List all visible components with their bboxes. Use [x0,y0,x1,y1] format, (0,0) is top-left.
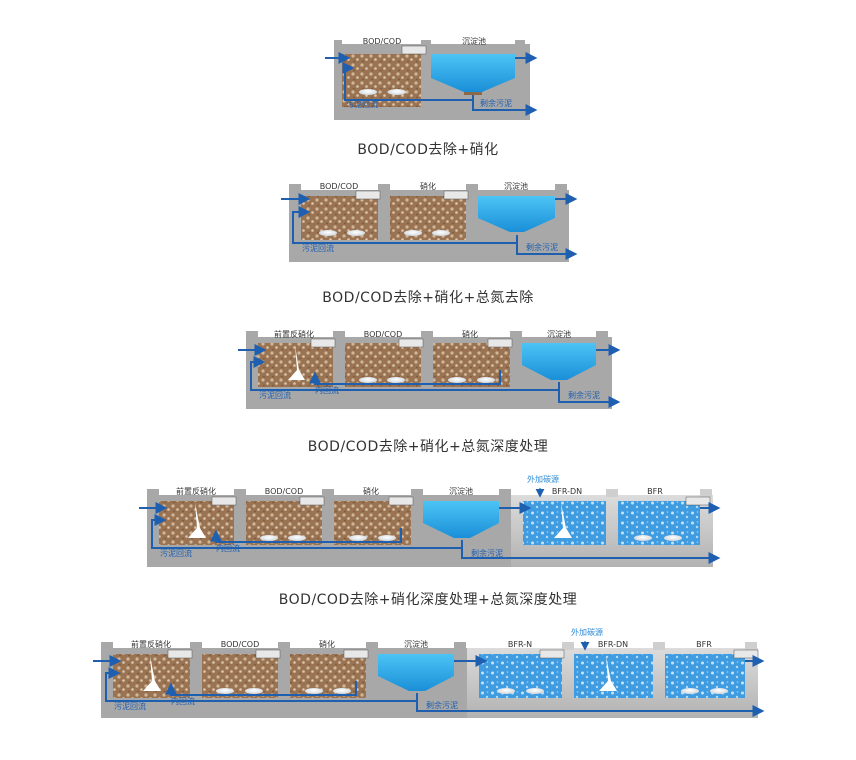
bfr-dn-tank [574,654,653,698]
label-sludge-return: 污泥回流 [302,243,334,253]
excess-sludge-arrow [461,540,721,564]
mixer [599,656,617,691]
diffuser [388,89,406,95]
bfr-tank [665,654,745,698]
diagram-1: BOD/COD 沉淀池 污泥回流 剩余污泥 [325,36,538,120]
label-excess-sludge: 剩余污泥 [526,242,558,252]
label-excess-sludge: 剩余污泥 [480,98,512,108]
settling-tank [431,54,515,92]
bfr-tank [618,501,700,545]
label-sludge-return: 污泥回流 [346,99,378,109]
label-internal-return: 内回流 [315,385,339,395]
label-predenitrification: 前置反硝化 [274,329,314,339]
internal-return-arrow [165,681,357,696]
label-settle: 沉淀池 [404,639,428,649]
mixer [288,345,305,380]
label-excess-sludge: 剩余污泥 [426,700,458,710]
bod-tank [345,343,421,387]
label-nitrification: 硝化 [462,329,478,339]
settling-tank [423,501,499,538]
mixer [554,503,572,538]
bod-tank [246,501,322,545]
caption-4: BOD/COD去除+硝化深度处理+总氮深度处理 [279,592,577,608]
nitrification-tank [390,196,466,240]
label-bod: BOD/COD [364,330,403,339]
label-bod: BOD/COD [363,37,402,46]
label-nitrification: 硝化 [420,181,436,191]
diagram-5: 前置反硝化 BOD/COD 硝化 沉淀池 BFR-N 外加碳源 BFR-DN B… [93,627,765,718]
diagram-4: 前置反硝化 BOD/COD 硝化 沉淀池 外加碳源 BFR-DN BFR 污泥回… [139,474,721,567]
predenitrification-tank [113,654,190,698]
mixer [188,503,206,538]
label-internal-return: 内回流 [216,543,240,553]
excess-sludge-arrow [472,95,538,116]
label-bod: BOD/COD [320,182,359,191]
bod-tank [202,654,278,698]
diagram-2: BOD/COD 硝化 沉淀池 污泥回流 剩余污泥 [281,181,578,262]
predenitrification-tank [159,501,234,545]
internal-return-arrow [210,528,402,543]
internal-return-arrow [309,370,501,385]
label-sludge-return: 污泥回流 [114,701,146,711]
caption-2: BOD/COD去除+硝化+总氮去除 [322,290,533,306]
settling-tank [478,196,555,232]
excess-sludge-arrow [558,382,621,408]
caption-3: BOD/COD去除+硝化+总氮深度处理 [308,439,548,455]
screen-grid [401,45,427,55]
label-settle: 沉淀池 [449,486,473,496]
label-nitrification: 硝化 [363,486,379,496]
label-predenitrification: 前置反硝化 [131,639,171,649]
label-carbon-source: 外加碳源 [571,627,603,637]
settling-tank [522,343,596,380]
label-bfr: BFR [696,640,712,649]
label-bfr-dn: BFR-DN [552,487,582,496]
label-bfr-dn: BFR-DN [598,640,628,649]
settling-tank [378,654,454,691]
diagram-3: 前置反硝化 BOD/COD 硝化 沉淀池 污泥回流 内回流 剩余污泥 [238,329,621,409]
label-bfr: BFR [647,487,663,496]
label-bfr-n: BFR-N [508,640,532,649]
label-predenitrification: 前置反硝化 [176,486,216,496]
bod-tank [342,54,421,107]
label-sludge-return: 污泥回流 [259,390,291,400]
bfr-n-tank [479,654,562,698]
label-settle: 沉淀池 [547,329,571,339]
label-sludge-return: 污泥回流 [160,548,192,558]
caption-1: BOD/COD去除+硝化 [357,142,498,158]
nitrification-tank [334,501,411,545]
mixer [143,656,161,691]
nitrification-tank [290,654,366,698]
diffuser [359,89,377,95]
label-nitrification: 硝化 [319,639,335,649]
label-settle: 沉淀池 [504,181,528,191]
label-excess-sludge: 剩余污泥 [568,390,600,400]
bod-tank [301,196,378,240]
excess-sludge-arrow [516,235,578,260]
excess-sludge-arrow [416,693,765,717]
label-carbon-source: 外加碳源 [527,474,559,484]
label-internal-return: 内回流 [171,696,195,706]
label-bod: BOD/COD [265,487,304,496]
label-bod: BOD/COD [221,640,260,649]
nitrification-tank [433,343,510,387]
label-settle: 沉淀池 [462,36,486,46]
label-excess-sludge: 剩余污泥 [471,548,503,558]
